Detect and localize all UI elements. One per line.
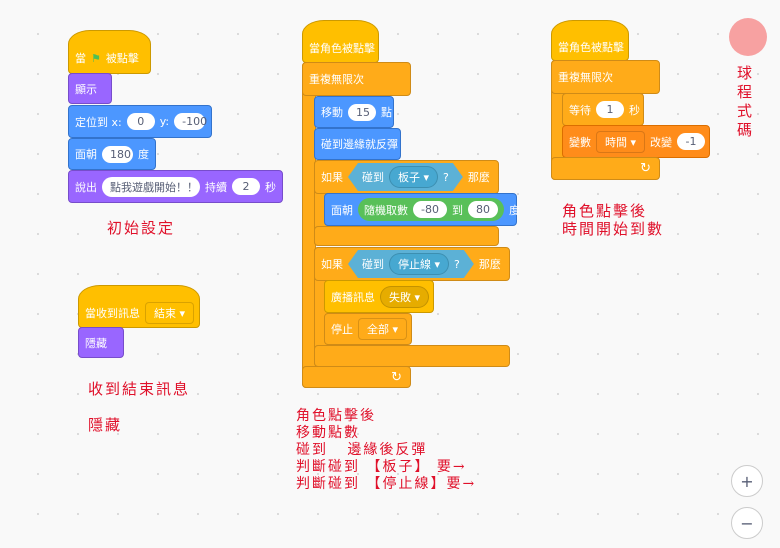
label: 隨機取數 bbox=[364, 203, 408, 217]
label: 那麼 bbox=[478, 258, 501, 271]
label: 重複無限次 bbox=[558, 71, 613, 84]
label: 廣播訊息 bbox=[331, 290, 375, 304]
label: 重複無限次 bbox=[309, 73, 364, 86]
label: 說出 bbox=[75, 180, 97, 194]
label: 當角色被點擊 bbox=[558, 40, 624, 54]
variable-dropdown[interactable]: 時間 bbox=[596, 130, 646, 153]
object-dropdown[interactable]: 停止線 bbox=[389, 253, 449, 275]
hide-block[interactable]: 隱藏 bbox=[78, 327, 124, 358]
label: 變數 bbox=[569, 135, 591, 149]
object-dropdown[interactable]: 板子 bbox=[389, 166, 438, 188]
stop-block[interactable]: 停止全部 bbox=[324, 313, 412, 345]
random-operator[interactable]: 隨機取數 -80 到 80 bbox=[358, 198, 504, 221]
change-input[interactable]: -1 bbox=[677, 133, 706, 150]
secs-input[interactable]: 1 bbox=[596, 101, 624, 118]
zoom-out-icon: − bbox=[740, 513, 754, 533]
loop-arrow-icon: ↻ bbox=[640, 161, 651, 176]
label: 當角色被點擊 bbox=[309, 41, 375, 55]
goto-xy-block[interactable]: 定位到 x: 0 y: -100 bbox=[68, 105, 212, 138]
direction-input[interactable]: 180 bbox=[102, 145, 133, 163]
label: ? bbox=[454, 257, 460, 271]
label: 當 bbox=[75, 52, 86, 65]
forever-block[interactable]: 重複無限次 bbox=[551, 60, 660, 94]
label: 度 bbox=[508, 203, 520, 217]
label: 持續 bbox=[205, 180, 227, 194]
label: 停止 bbox=[331, 323, 353, 336]
comment-note: 收到結束訊息 bbox=[88, 380, 191, 398]
label: 被點擊 bbox=[105, 52, 139, 65]
comment-note: 隱藏 bbox=[88, 416, 123, 434]
steps-input[interactable]: 15 bbox=[348, 103, 376, 121]
x-input[interactable]: 0 bbox=[126, 113, 155, 130]
if-bottom bbox=[314, 345, 510, 367]
when-sprite-clicked-block[interactable]: 當角色被點擊 bbox=[302, 20, 379, 63]
bounce-on-edge-block[interactable]: 碰到邊緣就反彈 bbox=[314, 128, 401, 160]
loop-arrow-icon: ↻ bbox=[391, 369, 402, 385]
label: 碰到 bbox=[362, 258, 384, 271]
secs-input[interactable]: 2 bbox=[232, 178, 260, 195]
comment-note: 角色點擊後 時間開始到數 bbox=[562, 202, 665, 238]
message-dropdown[interactable]: 失敗 bbox=[380, 285, 430, 308]
comment-note: 球 程 式 碼 bbox=[737, 64, 755, 139]
label: 度 bbox=[138, 148, 149, 161]
label: 碰到 bbox=[362, 171, 384, 184]
forever-block[interactable]: 重複無限次 bbox=[302, 62, 411, 96]
label: 顯示 bbox=[75, 82, 97, 96]
label: 面朝 bbox=[75, 148, 97, 161]
show-block[interactable]: 顯示 bbox=[68, 73, 112, 104]
zoom-in-icon: + bbox=[740, 471, 754, 491]
stop-dropdown[interactable]: 全部 bbox=[358, 318, 408, 340]
when-sprite-clicked-block[interactable]: 當角色被點擊 bbox=[551, 20, 629, 61]
label: 面朝 bbox=[331, 203, 353, 217]
broadcast-block[interactable]: 廣播訊息失敗 bbox=[324, 280, 434, 313]
label: 碰到邊緣就反彈 bbox=[321, 138, 398, 151]
label: 等待 bbox=[569, 103, 591, 117]
label: y: bbox=[159, 115, 170, 128]
forever-bottom: ↻ bbox=[551, 157, 660, 180]
message-input[interactable]: 點我遊戲開始！！ bbox=[102, 176, 200, 197]
label: 到 bbox=[451, 203, 463, 217]
label: 如果 bbox=[321, 171, 343, 184]
zoom-out-button[interactable]: − bbox=[731, 507, 763, 539]
message-dropdown[interactable]: 結束 bbox=[145, 301, 195, 324]
label: 如果 bbox=[321, 258, 343, 271]
label: 秒 bbox=[629, 103, 640, 117]
green-flag-icon: ⚑ bbox=[91, 51, 101, 65]
label: 定位到 x: bbox=[75, 115, 122, 129]
y-input[interactable]: -100 bbox=[174, 113, 207, 130]
when-receive-block[interactable]: 當收到訊息結束 bbox=[78, 285, 200, 328]
sprite-thumbnail[interactable] bbox=[729, 18, 767, 56]
point-direction-block[interactable]: 面朝 180 度 bbox=[68, 138, 156, 170]
to-input[interactable]: 80 bbox=[467, 201, 498, 218]
move-steps-block[interactable]: 移動 15 點 bbox=[314, 96, 394, 128]
label: 改變 bbox=[650, 135, 673, 149]
from-input[interactable]: -80 bbox=[413, 201, 447, 218]
when-flag-clicked-block[interactable]: 當 ⚑ 被點擊 bbox=[68, 30, 151, 74]
comment-note: 角色點擊後 移動點數 碰到 邊緣後反彈 判斷碰到 【板子】 要→ 判斷碰到 【停… bbox=[296, 408, 477, 492]
label: 移動 bbox=[321, 106, 343, 119]
comment-note: 初始設定 bbox=[107, 219, 176, 237]
zoom-in-button[interactable]: + bbox=[731, 465, 763, 497]
label: 秒 bbox=[265, 180, 276, 194]
label: 隱藏 bbox=[85, 336, 107, 350]
label: 當收到訊息 bbox=[85, 306, 140, 320]
change-variable-block[interactable]: 變數時間改變 -1 bbox=[562, 125, 710, 158]
label: 那麼 bbox=[467, 171, 490, 184]
label: 點 bbox=[381, 106, 392, 119]
if-bottom bbox=[314, 226, 499, 246]
label: ? bbox=[443, 170, 449, 184]
point-direction-block[interactable]: 面朝隨機取數 -80 到 80 度 bbox=[324, 193, 520, 226]
forever-bottom: ↻ bbox=[302, 366, 411, 388]
